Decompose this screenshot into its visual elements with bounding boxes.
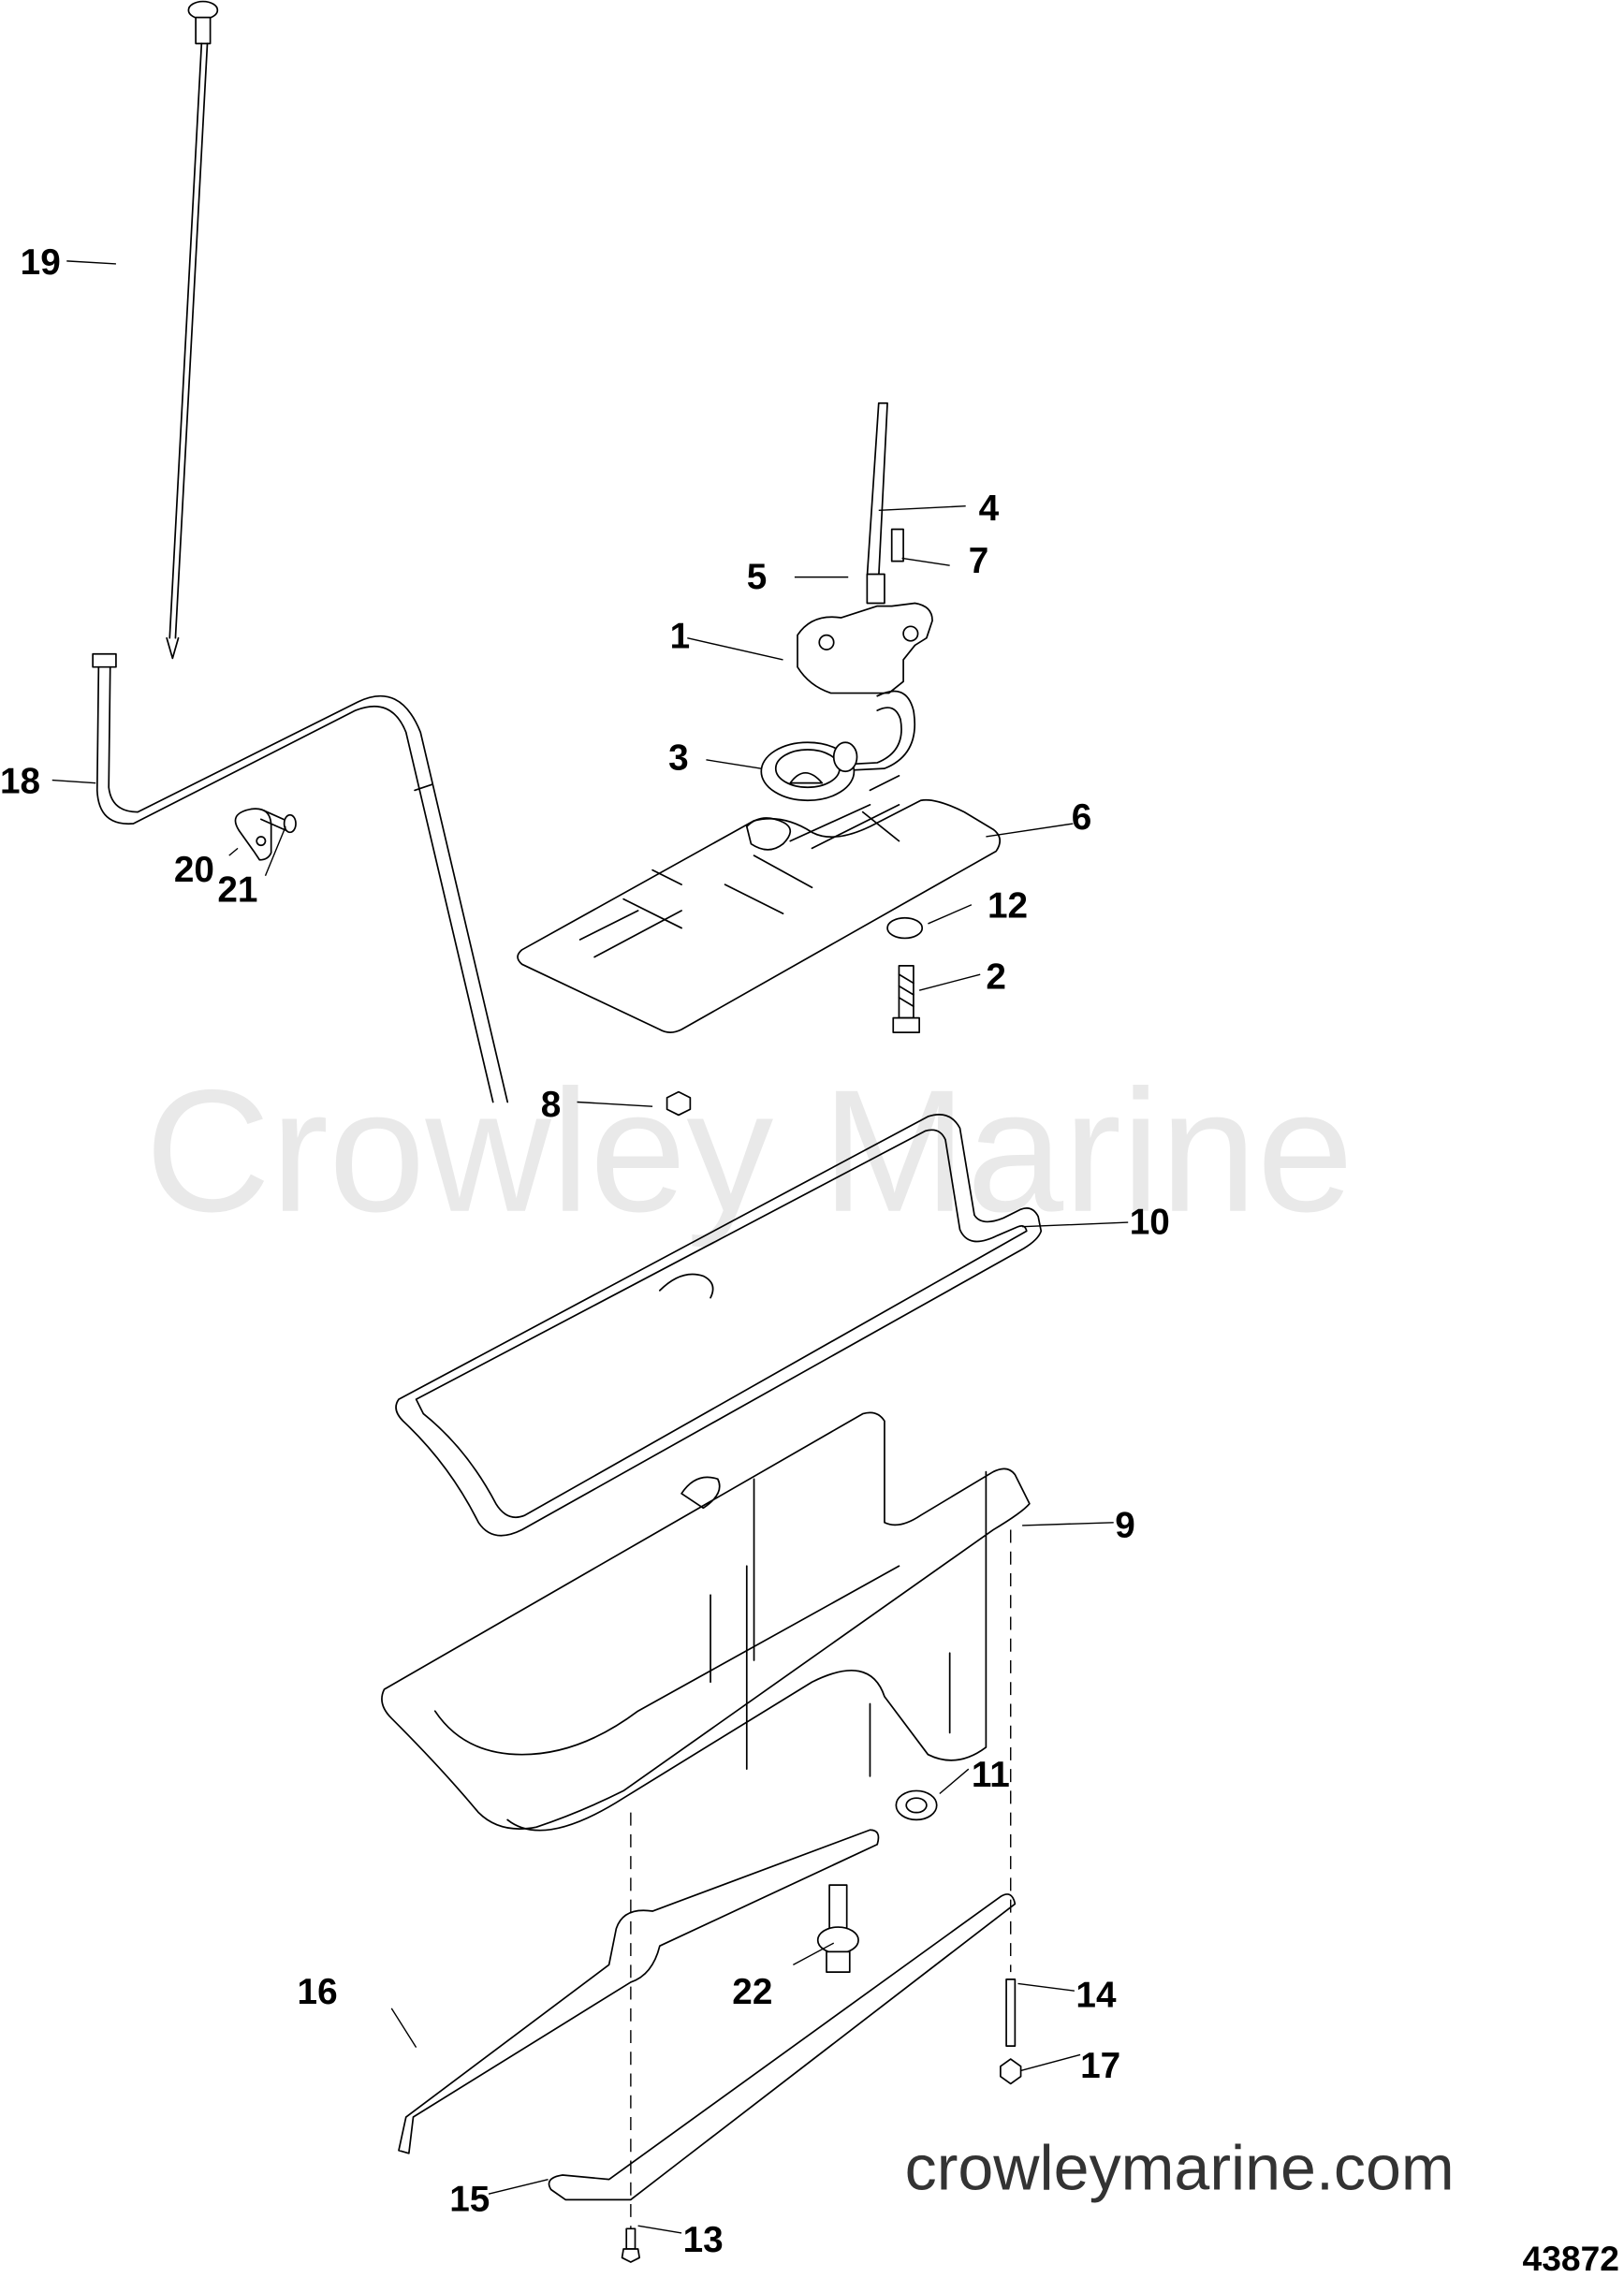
pickup-screen bbox=[760, 741, 858, 802]
oil-pan-gasket bbox=[395, 1114, 1043, 1537]
dipstick bbox=[166, 0, 219, 660]
callout-7: 7 bbox=[969, 541, 989, 581]
clamp bbox=[234, 808, 272, 861]
callout-16: 16 bbox=[298, 1972, 338, 2012]
bolt-2 bbox=[892, 965, 920, 1033]
washer-11 bbox=[895, 1789, 938, 1821]
callout-labels: 1 2 3 4 5 6 7 8 9 10 11 12 13 14 15 16 1… bbox=[0, 242, 1170, 2260]
dipstick-tube bbox=[92, 652, 509, 1103]
nut-17 bbox=[1000, 2058, 1022, 2085]
callout-20: 20 bbox=[174, 850, 214, 890]
callout-15: 15 bbox=[449, 2180, 490, 2220]
callout-1: 1 bbox=[670, 617, 691, 657]
callout-5: 5 bbox=[747, 557, 768, 597]
callout-6: 6 bbox=[1072, 797, 1092, 838]
callout-17: 17 bbox=[1080, 2046, 1120, 2086]
drain-plug bbox=[816, 1884, 859, 1973]
callout-8: 8 bbox=[541, 1085, 562, 1125]
callout-4: 4 bbox=[979, 489, 1000, 529]
side-gasket-16 bbox=[398, 1829, 880, 2154]
oil-pan bbox=[381, 1411, 1031, 1832]
callout-21: 21 bbox=[217, 870, 257, 911]
callout-14: 14 bbox=[1075, 1975, 1117, 2015]
callout-2: 2 bbox=[986, 957, 1006, 998]
callout-19: 19 bbox=[21, 242, 61, 283]
bolt-13 bbox=[621, 2227, 641, 2263]
callout-18: 18 bbox=[0, 761, 40, 801]
side-gasket-15 bbox=[548, 1893, 1017, 2201]
oil-pump bbox=[797, 402, 933, 773]
washer-12 bbox=[886, 916, 924, 940]
callout-10: 10 bbox=[1130, 1202, 1170, 1242]
nut-8 bbox=[666, 1090, 692, 1117]
stud-14 bbox=[1005, 1978, 1017, 2047]
callout-13: 13 bbox=[683, 2220, 724, 2260]
callout-12: 12 bbox=[988, 886, 1028, 927]
watermark-center: Crowley Marine bbox=[145, 1055, 1353, 1249]
watermark-url: crowleymarine.com bbox=[905, 2132, 1455, 2203]
callout-9: 9 bbox=[1115, 1505, 1135, 1545]
screw bbox=[259, 810, 297, 834]
callout-11: 11 bbox=[972, 1755, 1010, 1795]
figure-number: 43872 bbox=[1523, 2239, 1619, 2278]
windage-tray bbox=[517, 775, 1002, 1033]
callout-3: 3 bbox=[668, 738, 689, 779]
callout-22: 22 bbox=[732, 1972, 772, 2012]
